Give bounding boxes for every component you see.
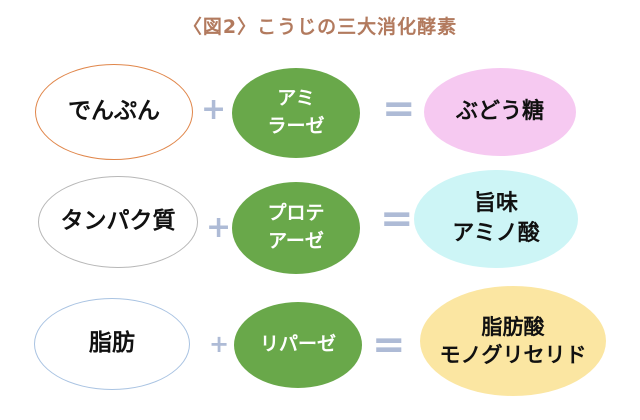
plus-sign: + <box>201 92 227 127</box>
row-1: でんぷん + アミ ラーゼ = ぶどう糖 <box>0 56 640 166</box>
substrate-label: 脂肪 <box>89 330 135 357</box>
product-label-line2: モノグリセリド <box>439 343 587 367</box>
plus-sign: + <box>206 210 232 245</box>
enzyme-protease: プロテ アーゼ <box>232 182 360 274</box>
plus-sign: + <box>209 330 230 358</box>
equals-sign: = <box>372 322 406 368</box>
enzyme-label-line1: プロテ <box>267 202 325 225</box>
substrate-fat: 脂肪 <box>34 298 190 390</box>
row-3: 脂肪 + リパーゼ = 脂肪酸 モノグリセリド <box>0 284 640 396</box>
product-label: ぶどう糖 <box>455 99 544 125</box>
substrate-protein: タンパク質 <box>38 176 198 268</box>
product-label-line2: アミノ酸 <box>452 221 540 246</box>
enzyme-lipase: リパーゼ <box>234 302 362 388</box>
substrate-label: でんぷん <box>68 98 160 125</box>
product-label-line1: 旨味 <box>473 191 518 217</box>
diagram-title: 〈図2〉こうじの三大消化酵素 <box>182 16 458 38</box>
enzyme-label-line1: アミ <box>277 87 315 110</box>
row-2: タンパク質 + プロテ アーゼ = 旨味 アミノ酸 <box>0 166 640 276</box>
enzyme-label-line2: アーゼ <box>268 230 324 252</box>
product-glucose: ぶどう糖 <box>424 68 576 156</box>
substrate-starch: でんぷん <box>35 64 193 160</box>
product-fatty-acid: 脂肪酸 モノグリセリド <box>420 286 606 396</box>
equals-sign: = <box>380 196 414 242</box>
equals-sign: = <box>382 86 416 132</box>
enzyme-amylase: アミ ラーゼ <box>232 68 360 158</box>
enzyme-label: リパーゼ <box>259 333 336 356</box>
substrate-label: タンパク質 <box>60 208 176 235</box>
product-amino-acid: 旨味 アミノ酸 <box>414 170 578 268</box>
enzyme-label-line2: ラーゼ <box>267 115 325 137</box>
product-label-line1: 脂肪酸 <box>481 314 545 339</box>
